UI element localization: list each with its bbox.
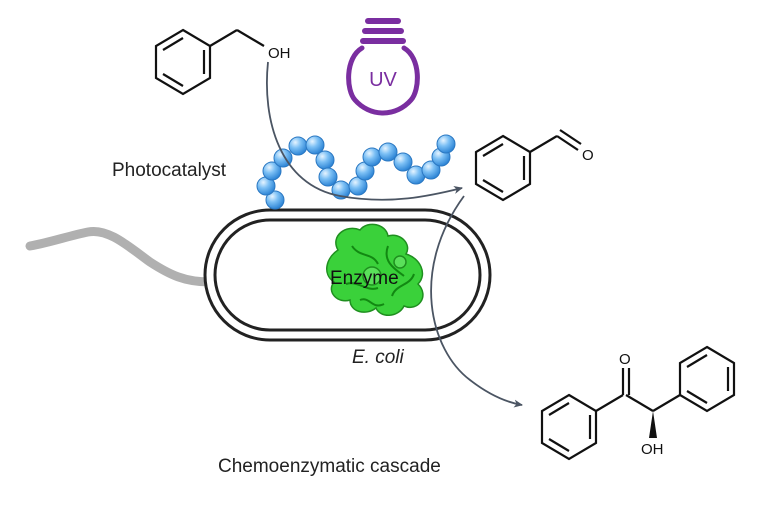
reaction-arrow-cascade — [430, 195, 523, 408]
uv-label: UV — [369, 69, 397, 91]
benzoin-o-label: O — [619, 351, 631, 368]
benzoin-molecule — [540, 345, 736, 461]
alcohol-oh-label: OH — [268, 45, 291, 62]
bead — [262, 161, 282, 181]
enzyme-label: Enzyme — [330, 268, 399, 289]
wedge-bond — [649, 411, 657, 438]
bead — [288, 136, 308, 156]
bead — [421, 160, 441, 180]
photocatalyst-chain — [256, 134, 456, 210]
bead — [378, 142, 398, 162]
bead — [393, 152, 413, 172]
benzyl-alcohol-molecule — [154, 28, 265, 96]
bead — [265, 190, 285, 210]
benzaldehyde-molecule — [474, 129, 582, 202]
bead — [315, 150, 335, 170]
enzyme-protein-icon — [326, 223, 424, 316]
bead — [436, 134, 456, 154]
aldehyde-o-label: O — [582, 147, 594, 164]
bead — [305, 135, 325, 155]
photocatalyst-label: Photocatalyst — [112, 160, 227, 181]
flagellum — [25, 226, 215, 287]
reaction-arrow-oxidation — [266, 61, 463, 201]
bead — [362, 147, 382, 167]
organism-label: E. coli — [352, 347, 404, 368]
cascade-caption: Chemoenzymatic cascade — [218, 456, 441, 477]
uv-lightbulb-icon: UV — [346, 18, 420, 116]
bead — [318, 167, 338, 187]
benzoin-oh-label: OH — [641, 441, 664, 458]
